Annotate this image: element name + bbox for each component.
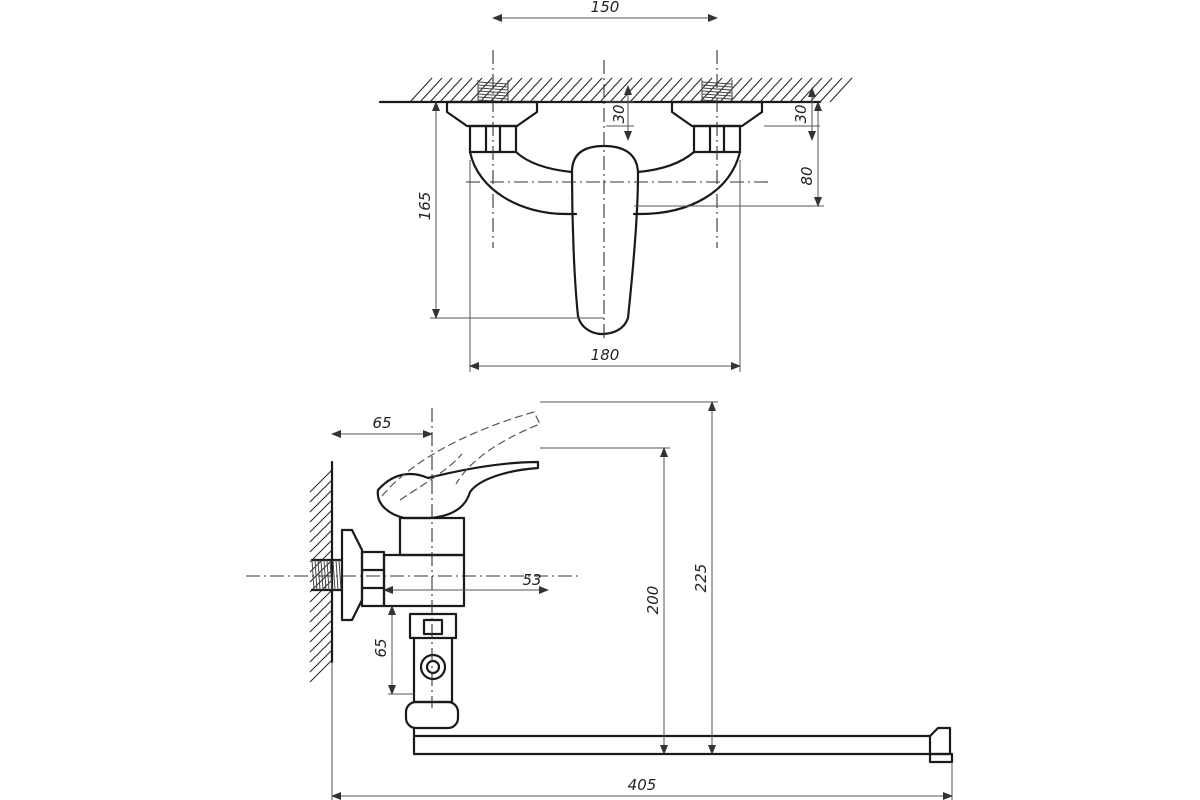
side-hex-nut (360, 550, 386, 608)
lower-connector-slot (422, 618, 444, 636)
body-top-right (636, 150, 696, 174)
lever-side-view (376, 460, 540, 520)
dim-30-left-label: 30 (610, 104, 628, 123)
dim-165-label: 165 (416, 192, 434, 221)
spout-swivel-body (412, 636, 454, 704)
side-escutcheon (340, 528, 364, 622)
lever-raised-hidden (381, 411, 541, 497)
dim-65-top-label: 65 (372, 414, 391, 432)
wall-hatching (409, 77, 853, 103)
dim-180-label: 180 (591, 346, 620, 364)
spout-tube (412, 726, 952, 756)
swivel-inner-circle (425, 659, 441, 675)
dim-225-label: 225 (692, 564, 710, 593)
dim-405-label: 405 (628, 776, 657, 794)
dim-200-label: 200 (644, 586, 662, 615)
lever-top-view (570, 144, 640, 336)
dim-53-label: 53 (522, 571, 541, 589)
inlet-thread (310, 558, 344, 592)
dim-65-lower-label: 65 (372, 638, 390, 657)
swivel-outer-circle (419, 653, 447, 681)
dim-150-label: 150 (591, 0, 620, 16)
right-escutcheon (670, 100, 764, 128)
body-top-left (514, 150, 574, 174)
dim-80-label: 80 (798, 166, 816, 185)
lower-connector (408, 612, 458, 640)
body-left-curve (468, 150, 578, 216)
body-right-curve (632, 150, 742, 216)
dim-30-right-label: 30 (792, 104, 810, 123)
mixer-body (382, 553, 466, 608)
aerator (928, 752, 954, 764)
top-view: 150 30 30 80 165 180 (378, 0, 853, 372)
left-escutcheon (445, 100, 539, 128)
side-view: 65 53 65 200 225 405 (246, 401, 954, 800)
